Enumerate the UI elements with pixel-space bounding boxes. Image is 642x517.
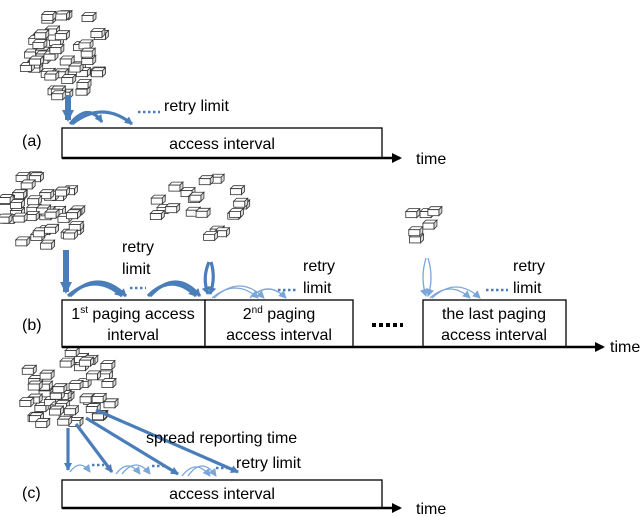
panel-b-id: (b) bbox=[22, 317, 42, 334]
time-label: time bbox=[416, 501, 446, 517]
panel-a-id: (a) bbox=[22, 133, 42, 150]
retry-arrow bbox=[71, 110, 133, 126]
retry-arrow bbox=[68, 280, 128, 298]
retry-arrow bbox=[429, 288, 471, 299]
retry-arrow bbox=[115, 465, 141, 475]
access-arrow bbox=[419, 257, 428, 297]
retry-limit-label: retry limit bbox=[236, 455, 301, 472]
last-interval-label-2: access interval bbox=[441, 327, 547, 344]
panel-a: (a) access interval time retry limit bbox=[22, 95, 446, 168]
retry-limit-label: retry bbox=[513, 258, 545, 275]
spread-arrow bbox=[95, 408, 239, 474]
retry-arrow bbox=[213, 285, 265, 299]
second-interval-label: 2nd paging bbox=[243, 305, 316, 323]
time-label: time bbox=[610, 339, 640, 356]
spread-arrow bbox=[85, 416, 179, 476]
retry-limit-label-2: limit bbox=[122, 261, 151, 278]
retry-arrow bbox=[181, 466, 211, 477]
time-label: time bbox=[416, 151, 446, 168]
device-cluster-icon bbox=[404, 205, 443, 244]
device-cluster-icon bbox=[149, 173, 251, 242]
access-interval-label: access interval bbox=[169, 486, 275, 503]
access-interval-box bbox=[61, 127, 383, 159]
retry-arrow bbox=[121, 464, 151, 475]
access-arrow bbox=[208, 261, 217, 295]
spread-arrow bbox=[74, 423, 114, 473]
retry-arrow bbox=[68, 110, 104, 126]
access-arrow bbox=[201, 261, 211, 295]
panel-c: (c) access interval time spread reportin… bbox=[22, 408, 446, 517]
retry-arrow bbox=[211, 287, 259, 299]
first-interval-label-2: interval bbox=[107, 327, 159, 344]
access-interval-label: access interval bbox=[169, 136, 275, 153]
retry-arrow bbox=[187, 465, 217, 477]
retry-limit-label: retry bbox=[303, 258, 335, 275]
second-interval-box bbox=[204, 299, 354, 348]
device-cluster-icon bbox=[18, 346, 119, 429]
retry-limit-label: retry limit bbox=[164, 98, 229, 115]
panel-b: (b) time 1st paging access interval 2nd … bbox=[22, 239, 640, 356]
last-interval-label: the last paging bbox=[442, 306, 546, 323]
spread-reporting-label: spread reporting time bbox=[146, 430, 297, 447]
first-interval-label: 1st paging access bbox=[71, 305, 194, 323]
second-interval-label-2: access interval bbox=[226, 327, 332, 344]
retry-limit-label: retry bbox=[122, 239, 154, 256]
retry-arrow bbox=[69, 463, 91, 473]
retry-arrow bbox=[249, 288, 287, 299]
access-arrow bbox=[426, 257, 435, 297]
first-interval-box bbox=[61, 299, 206, 348]
retry-arrow bbox=[431, 286, 481, 299]
retry-arrow bbox=[148, 280, 202, 298]
device-cluster-icon bbox=[19, 9, 110, 101]
retry-limit-label-2: limit bbox=[513, 280, 542, 297]
device-cluster-icon bbox=[0, 170, 86, 251]
retry-limit-label-2: limit bbox=[303, 280, 332, 297]
panel-c-id: (c) bbox=[22, 485, 41, 502]
